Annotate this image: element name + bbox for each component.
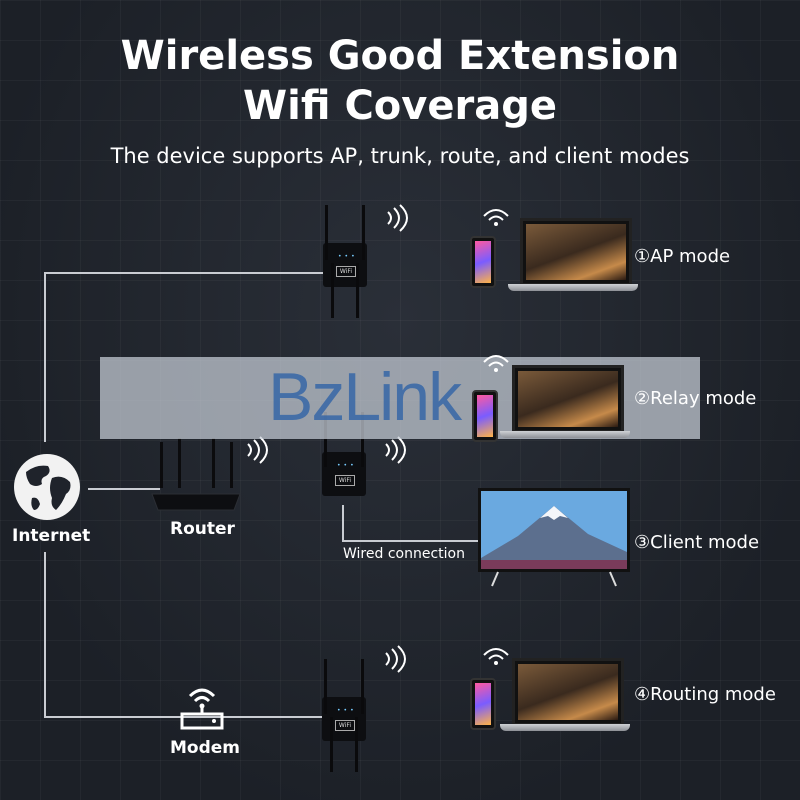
connector-wired-horizontal [342,540,482,542]
page-title-line1: Wireless Good Extension [120,33,680,79]
laptop-routing [500,658,630,738]
connector-wired-vertical [342,505,344,541]
wired-connection-label: Wired connection [343,546,465,562]
wifi-signal-icon [483,209,509,226]
tv-icon [478,488,630,587]
internet-label: Internet [12,526,91,546]
mode-client-label: ③Client mode [634,532,760,553]
connector-left-vertical-bottom [44,552,46,718]
connector-top-horizontal [44,272,324,274]
phone-ap [470,236,496,288]
connector-bottom-horizontal [44,716,324,718]
modem-label: Modem [170,738,241,758]
watermark-logo: BzLink [268,359,462,435]
router-label: Router [170,519,235,539]
page-title-line2: Wifi Coverage [243,83,557,129]
wifi-signal-icon [483,648,509,665]
phone-relay [472,390,498,442]
extender-ap: •••WiFi [323,205,367,318]
wifi-signal-icon [483,355,509,372]
connector-left-vertical-top [44,272,46,442]
extender-routing: •••WiFi [322,659,366,772]
laptop-relay [500,365,630,445]
mode-relay-label: ②Relay mode [634,388,757,409]
phone-routing [470,678,496,730]
laptop-ap [508,218,638,298]
wifi-waves-icon [247,436,268,464]
modem-icon [180,688,224,730]
extender-relay: •••WiFi [322,412,366,496]
mode-routing-label: ④Routing mode [634,684,776,705]
connector-internet-router [88,488,160,490]
router-icon [151,438,241,511]
wifi-waves-icon [385,645,406,673]
wifi-waves-icon [387,204,408,232]
page-subtitle: The device supports AP, trunk, route, an… [110,144,690,168]
mode-ap-label: ①AP mode [634,246,731,267]
globe-icon [14,454,80,520]
wifi-waves-icon [385,436,406,464]
